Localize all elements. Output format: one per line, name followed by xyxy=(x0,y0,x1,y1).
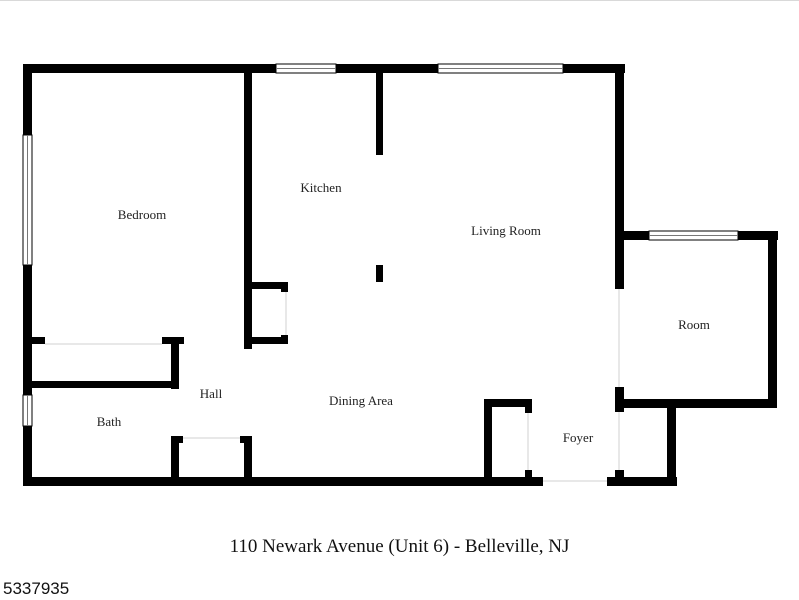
room-label-bedroom: Bedroom xyxy=(118,207,166,222)
room-label-room: Room xyxy=(678,317,710,332)
listing-id: 5337935 xyxy=(3,579,70,598)
room-label-hall: Hall xyxy=(200,386,223,401)
top-border xyxy=(0,0,799,1)
room-label-dining-area: Dining Area xyxy=(329,393,393,408)
openings xyxy=(45,289,620,482)
room-label-kitchen: Kitchen xyxy=(300,180,342,195)
floor-plan-caption: 110 Newark Avenue (Unit 6) - Belleville,… xyxy=(229,536,570,557)
room-label-living-room: Living Room xyxy=(471,223,541,238)
walls xyxy=(23,64,778,486)
room-label-foyer: Foyer xyxy=(563,430,594,445)
windows xyxy=(22,63,739,427)
room-label-bath: Bath xyxy=(97,414,122,429)
